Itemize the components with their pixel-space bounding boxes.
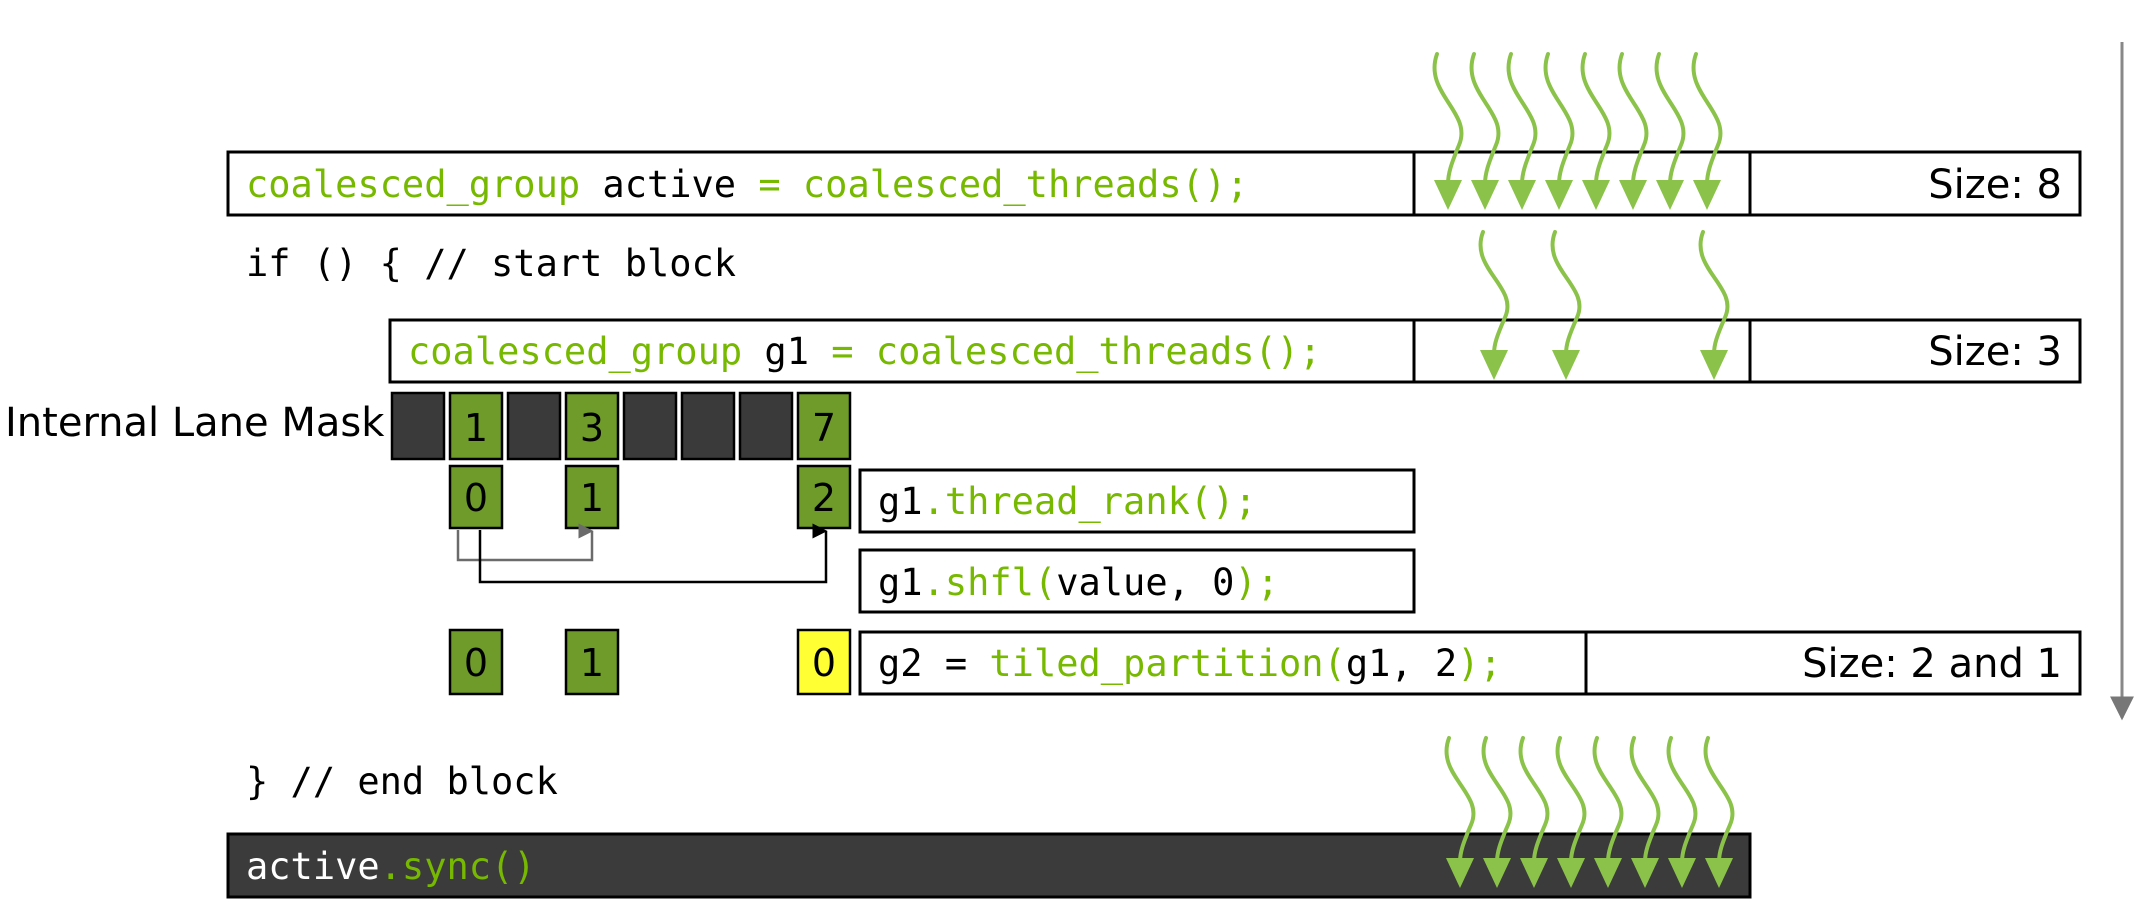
thread-arrow <box>1617 52 1649 210</box>
tile-line-segment: ); <box>1457 642 1502 685</box>
thread-rank-value: 0 <box>464 476 488 520</box>
partition-rank-value: 0 <box>812 641 836 685</box>
active-size-box <box>1748 150 2082 217</box>
partition-rank-cell: 0 <box>796 628 852 696</box>
line1-segment: coalesced_group <box>246 163 580 207</box>
thread-rank-code: g1.thread_rank(); <box>878 480 1257 524</box>
lane-index: 1 <box>464 406 488 450</box>
lane-cell: 7 <box>796 391 852 461</box>
sync-thread-arrow <box>1444 736 1476 888</box>
partition-rank-value: 0 <box>464 641 488 685</box>
thread-rank-cell: 0 <box>448 464 504 530</box>
tile-line-segment: g2 = <box>878 642 989 685</box>
g1-declaration-code: coalesced_group g1 = coalesced_threads()… <box>408 330 1321 374</box>
thread-rank-value: 2 <box>812 476 836 520</box>
g1-thread-arrow <box>1550 230 1582 380</box>
line1-segment: active <box>580 163 758 206</box>
active-size-label: Size: 8 <box>1928 162 2062 208</box>
g1-thread-arrow <box>1478 230 1510 380</box>
active-declaration-code: coalesced_group active = coalesced_threa… <box>246 163 1248 207</box>
tile-line-segment: tiled_partition( <box>989 642 1345 686</box>
g2-size-label: Size: 2 and 1 <box>1802 641 2062 687</box>
sync-thread-arrow <box>1592 736 1624 888</box>
sync-thread-arrow <box>1666 736 1698 888</box>
thread-rank-cell: 2 <box>796 464 852 530</box>
sync-thread-arrow <box>1555 736 1587 888</box>
if-start-block-code: if () { // start block <box>246 242 736 285</box>
sync-code: active.sync() <box>246 845 536 888</box>
partition-rank-cell: 1 <box>564 628 620 696</box>
partition-rank-value: 1 <box>580 641 604 685</box>
line-g1-segment: g1 <box>742 330 831 373</box>
active-thread-box <box>1412 150 1752 217</box>
sync-line-segment: .sync() <box>380 845 536 888</box>
tiled-partition-code: g2 = tiled_partition(g1, 2); <box>878 642 1502 686</box>
shfl-line-segment: .shfl( <box>923 561 1057 604</box>
thread-arrow <box>1543 52 1575 210</box>
active-thread-arrows <box>1432 52 1723 210</box>
shfl-line-segment: g1 <box>878 561 923 604</box>
shfl-line-segment: value, 0 <box>1056 561 1234 604</box>
lane-index: 3 <box>580 406 604 450</box>
sync-thread-arrow <box>1703 736 1735 888</box>
g1-thread-arrows <box>1478 230 1730 380</box>
g1-size-label: Size: 3 <box>1928 329 2062 375</box>
lane-cell: 3 <box>564 391 620 461</box>
lane-cell <box>622 391 678 461</box>
lane-cell <box>738 391 794 461</box>
thread-arrow <box>1654 52 1686 210</box>
partition-size-box <box>1584 630 2082 696</box>
thread-arrow <box>1432 52 1464 210</box>
lane-cell <box>390 391 446 461</box>
sync-thread-arrow <box>1481 736 1513 888</box>
partition-rank-cell: 0 <box>448 628 504 696</box>
line1-segment: = coalesced_threads(); <box>758 163 1248 207</box>
thread-rank-code-box <box>858 468 1416 534</box>
thread-arrow <box>1580 52 1612 210</box>
partition-code-box <box>858 630 1588 696</box>
shfl-code: g1.shfl(value, 0); <box>878 561 1279 604</box>
shfl-line-segment: ); <box>1234 561 1279 604</box>
thread-arrow <box>1691 52 1723 210</box>
shfl-arrow-to-rank1 <box>456 523 594 562</box>
lane-cell <box>680 391 736 461</box>
g1-thread-box <box>1412 318 1752 384</box>
tile-line-segment: g1, 2 <box>1346 642 1457 685</box>
lane-cell <box>506 391 562 461</box>
lane-mask-cells: 1 3 7 <box>390 391 852 461</box>
sync-thread-arrow <box>1518 736 1550 888</box>
thread-rank-cell: 1 <box>564 464 620 530</box>
line-g1-segment: coalesced_group <box>408 330 742 374</box>
shfl-code-box <box>858 548 1416 614</box>
sync-line-segment: active <box>246 845 380 888</box>
lane-index: 7 <box>812 406 836 450</box>
lane-mask-label: Internal Lane Mask <box>5 400 385 446</box>
g1-thread-arrow <box>1698 230 1730 380</box>
thread-rank-cells: 0 1 2 <box>448 464 852 530</box>
rank-line-segment: .thread_rank(); <box>923 480 1257 524</box>
end-block-code: } // end block <box>246 760 558 803</box>
partition-rank-cells: 0 1 0 <box>448 628 852 696</box>
sync-thread-arrows <box>1444 736 1735 888</box>
sync-thread-arrow <box>1629 736 1661 888</box>
rank-line-segment: g1 <box>878 480 923 523</box>
line-g1-segment: = coalesced_threads(); <box>831 330 1321 374</box>
lane-cell: 1 <box>448 391 504 461</box>
thread-rank-value: 1 <box>580 476 604 520</box>
shfl-arrow-to-rank2 <box>478 523 828 584</box>
thread-arrow <box>1469 52 1501 210</box>
thread-arrow <box>1506 52 1538 210</box>
g1-size-box <box>1748 318 2082 384</box>
